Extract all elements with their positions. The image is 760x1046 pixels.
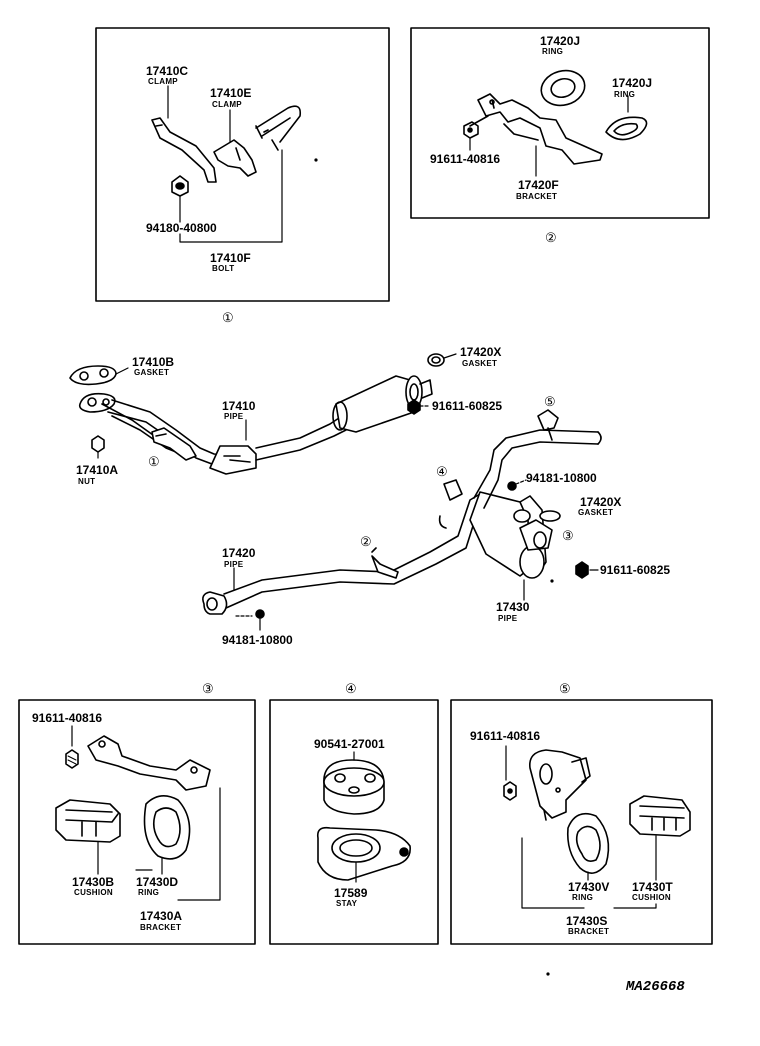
- label-17430D-name: RING: [138, 888, 159, 897]
- label-17589-name: STAY: [336, 899, 358, 908]
- stay-17589: [316, 826, 411, 883]
- u-bolt-17410F: [255, 105, 302, 151]
- detail-box-4: [269, 699, 439, 945]
- label-17410F-name: BOLT: [212, 264, 234, 273]
- label-91611-40816-box5: 91611-40816: [470, 729, 540, 743]
- cushion-17430B: [55, 799, 121, 843]
- label-17410F: 17410F: [210, 251, 251, 265]
- callout-4-main: ④: [436, 464, 448, 479]
- label-17430S-name: BRACKET: [568, 927, 609, 936]
- callout-3-box: ③: [202, 681, 214, 696]
- label-17410E: 17410E: [210, 86, 251, 100]
- label-90541-27001: 90541-27001: [314, 737, 385, 751]
- label-17430-name: PIPE: [498, 614, 518, 623]
- label-17420: 17420: [222, 546, 256, 560]
- bracket-17430S: [529, 749, 591, 821]
- nut-94181-a: [507, 479, 527, 491]
- label-17420X-b-name: GASKET: [578, 508, 613, 517]
- callout-4-box: ④: [345, 681, 357, 696]
- label-17430A-name: BRACKET: [140, 923, 181, 932]
- label-17410A: 17410A: [76, 463, 118, 477]
- label-17430B-name: CUSHION: [74, 888, 113, 897]
- ring-17430D: [143, 795, 191, 860]
- label-17589: 17589: [334, 886, 368, 900]
- label-17430T: 17430T: [632, 880, 673, 894]
- label-94181-10800-a: 94181-10800: [526, 471, 597, 485]
- label-17430A: 17430A: [140, 909, 182, 923]
- label-94180-40800: 94180-40800: [146, 221, 217, 235]
- clamp-17410E: [213, 139, 257, 177]
- label-91611-40816-top: 91611-40816: [430, 152, 500, 166]
- label-17410: 17410: [222, 399, 256, 413]
- bolt-91611-60825-a: [407, 399, 431, 415]
- callout-1-box: ①: [222, 310, 234, 325]
- callout-2-box: ②: [545, 230, 557, 245]
- label-17420X-a-name: GASKET: [462, 359, 497, 368]
- label-91611-40816-box3: 91611-40816: [32, 711, 102, 725]
- bracket-17420F: [477, 93, 603, 165]
- bolt-91611-60825-b: [575, 561, 599, 579]
- hanger-assembly-5: [537, 409, 559, 441]
- drawing-code: MA26668: [625, 979, 685, 995]
- label-17420F-name: BRACKET: [516, 192, 557, 201]
- label-17410E-name: CLAMP: [212, 100, 242, 109]
- label-17430V-name: RING: [572, 893, 593, 902]
- detail-box-1: [95, 27, 390, 302]
- nut-17410A: [91, 435, 105, 459]
- hanger-assembly-4: [438, 479, 463, 529]
- callout-2-main: ②: [360, 534, 372, 549]
- label-17430V: 17430V: [568, 880, 609, 894]
- gasket-17420X-a: [427, 353, 457, 367]
- label-17430B: 17430B: [72, 875, 114, 889]
- clamp-assembly-1: [151, 427, 197, 461]
- label-17430: 17430: [496, 600, 530, 614]
- label-17410C: 17410C: [146, 64, 188, 78]
- label-17430D: 17430D: [136, 875, 178, 889]
- label-91611-60825-a: 91611-60825: [432, 399, 502, 413]
- ring-17420J-b: [605, 116, 648, 141]
- label-17420F: 17420F: [518, 178, 559, 192]
- gasket-17410B: [69, 365, 129, 386]
- label-17410-name: PIPE: [224, 412, 244, 421]
- label-17430S: 17430S: [566, 914, 607, 928]
- pipe-17410: [78, 375, 433, 475]
- label-17420X-b: 17420X: [580, 495, 621, 509]
- label-17410B: 17410B: [132, 355, 174, 369]
- label-17420J-b: 17420J: [612, 76, 652, 90]
- cushion-90541-27001: [323, 751, 385, 815]
- label-17420J-a: 17420J: [540, 34, 580, 48]
- label-91611-60825-b: 91611-60825: [600, 563, 670, 577]
- label-17410B-name: GASKET: [134, 368, 169, 377]
- nut-94181-b: [235, 609, 265, 631]
- bolt-91611-40816-box5: [503, 745, 517, 801]
- cushion-17430T: [629, 795, 691, 837]
- nut-94180: [171, 175, 189, 197]
- ring-17420J-a: [540, 69, 586, 107]
- label-17420-name: PIPE: [224, 560, 244, 569]
- ring-17430V: [566, 812, 610, 874]
- bracket-17430A: [87, 735, 211, 791]
- callout-3-main: ③: [562, 528, 574, 543]
- bolt-91611-40816-top: [463, 115, 489, 139]
- label-17420X-a: 17420X: [460, 345, 501, 359]
- clamp-17410C: [151, 117, 217, 183]
- label-17410A-name: NUT: [78, 477, 95, 486]
- label-17410C-name: CLAMP: [148, 77, 178, 86]
- callout-1-main: ①: [148, 454, 160, 469]
- callout-5-main: ⑤: [544, 394, 556, 409]
- callout-5-box: ⑤: [559, 681, 571, 696]
- label-17420J-b-name: RING: [614, 90, 635, 99]
- detail-box-5: [450, 699, 713, 945]
- label-94181-10800-b: 94181-10800: [222, 633, 293, 647]
- detail-box-2: [410, 27, 710, 219]
- bolt-91611-40816-box3: [65, 725, 79, 769]
- detail-box-3: [18, 699, 256, 945]
- label-17420J-a-name: RING: [542, 47, 563, 56]
- label-17430T-name: CUSHION: [632, 893, 671, 902]
- pipe-17430: [469, 429, 602, 579]
